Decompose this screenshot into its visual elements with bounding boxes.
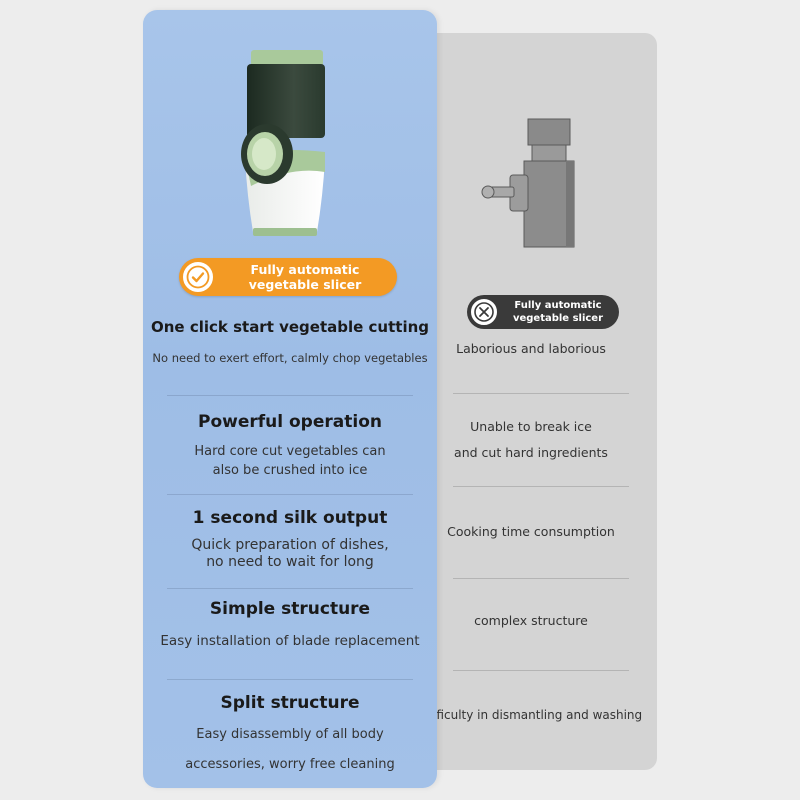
- check-circle: [181, 260, 215, 294]
- drawback-4: complex structure: [405, 608, 657, 634]
- product-feature-card: Fully automatic vegetable slicer One cli…: [143, 10, 437, 788]
- divider: [167, 395, 413, 396]
- manual-badge-line2: vegetable slicer: [512, 313, 604, 324]
- vegetable-slicer-illustration: [241, 50, 325, 236]
- drawback-2-line1: Unable to break ice: [470, 419, 592, 434]
- drawback-2-line2: and cut hard ingredients: [454, 445, 608, 460]
- manual-badge-line1: Fully automatic: [514, 300, 602, 311]
- check-icon: [186, 265, 210, 289]
- feature-5-desc-line1: Easy disassembly of all body: [196, 727, 384, 742]
- manual-slicer-badge: Fully automatic vegetable slicer: [467, 295, 619, 329]
- feature-1-title: One click start vegetable cutting: [151, 318, 429, 336]
- divider: [167, 679, 413, 680]
- feature-5-title: Split structure: [220, 693, 360, 713]
- feature-2-desc-line1: Hard core cut vegetables can: [194, 444, 386, 459]
- drawback-1: Laborious and laborious: [405, 336, 657, 362]
- drawback-5-line1: Difficulty in dismantling and washing: [419, 708, 643, 722]
- feature-2-desc-line2: also be crushed into ice: [212, 463, 368, 478]
- automatic-badge-line2: vegetable slicer: [248, 277, 362, 292]
- automatic-slicer-badge: Fully automatic vegetable slicer: [179, 258, 397, 296]
- feature-3-desc-line1: Quick preparation of dishes,: [191, 537, 389, 553]
- feature-4-desc: Easy installation of blade replacement: [160, 633, 420, 649]
- divider: [167, 588, 413, 589]
- drawback-5: Difficulty in dismantling and washing: [405, 702, 657, 728]
- divider: [453, 578, 629, 579]
- manual-grater-illustration: [481, 118, 575, 248]
- manual-comparison-card: Fully automatic vegetable slicer Laborio…: [405, 33, 657, 770]
- divider: [167, 494, 413, 495]
- cross-icon: [474, 302, 494, 322]
- automatic-badge-text: Fully automatic vegetable slicer: [219, 262, 391, 292]
- divider: [453, 670, 629, 671]
- feature-3-title: 1 second silk output: [192, 508, 388, 528]
- feature-2-title: Powerful operation: [198, 412, 382, 432]
- divider: [453, 393, 629, 394]
- drawback-1-line1: Laborious and laborious: [456, 341, 606, 356]
- feature-1-desc: No need to exert effort, calmly chop veg…: [152, 351, 428, 365]
- feature-3-desc-line2: no need to wait for long: [206, 554, 374, 570]
- feature-4-title: Simple structure: [209, 599, 371, 619]
- cross-circle: [469, 297, 499, 327]
- manual-badge-text: Fully automatic vegetable slicer: [501, 299, 615, 325]
- drawback-4-line1: complex structure: [474, 613, 588, 628]
- feature-5-desc-line2: accessories, worry free cleaning: [185, 757, 395, 772]
- divider: [453, 486, 629, 487]
- automatic-badge-line1: Fully automatic: [250, 262, 360, 277]
- drawback-2: Unable to break ice and cut hard ingredi…: [405, 414, 657, 466]
- drawback-3-line1: Cooking time consumption: [447, 524, 615, 539]
- drawback-3: Cooking time consumption: [405, 519, 657, 545]
